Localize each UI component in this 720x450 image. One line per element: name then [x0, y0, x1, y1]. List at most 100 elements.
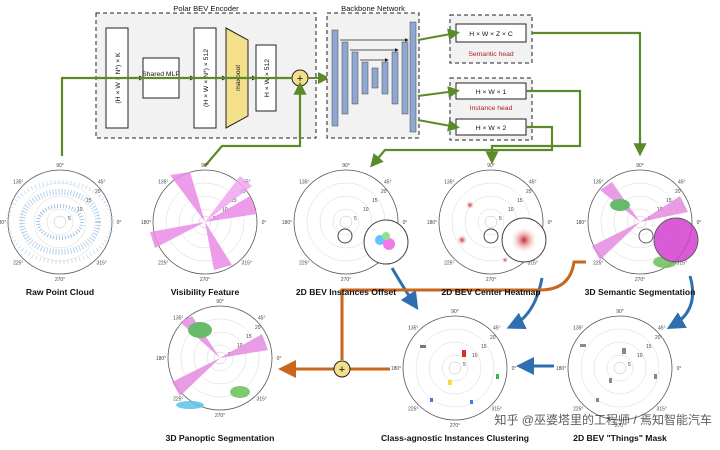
range-ring: [206, 344, 234, 372]
range-tick: 10: [77, 207, 83, 213]
unet-block: [351, 51, 359, 105]
angle-tick: 90°: [201, 163, 209, 169]
cluster-instances: [420, 345, 499, 404]
angle-tick: 135°: [408, 326, 418, 332]
range-tick: 20: [95, 189, 101, 195]
merge-plus: +: [339, 364, 345, 376]
angle-tick: 45°: [98, 180, 106, 186]
angle-tick: 45°: [678, 180, 686, 186]
sensor-hub: [448, 361, 462, 375]
semantic-dim-label: H × W × Z × C: [469, 31, 513, 38]
semantic-head-label: Semantic head: [468, 51, 514, 58]
angle-tick: 315°: [528, 260, 538, 266]
range-tick: 15: [372, 198, 378, 204]
angle-tick: 180°: [556, 366, 566, 372]
offset-zoom: [337, 219, 409, 265]
polar-bev-encoder: Polar BEV Encoder (H × W × N*) × K Share…: [95, 4, 317, 139]
caption-things-mask: 2D BEV "Things" Mask: [573, 433, 667, 443]
unet-block: [341, 41, 349, 115]
angle-tick: 0°: [548, 220, 553, 226]
instance-dim1-label: H × W × 1: [476, 89, 507, 96]
angle-tick: 180°: [0, 220, 6, 226]
range-tick: 20: [381, 189, 387, 195]
range-ring: [332, 208, 360, 236]
range-tick: 15: [517, 198, 523, 204]
angle-tick: 45°: [529, 180, 537, 186]
angle-tick: 90°: [636, 163, 644, 169]
merge-node: [333, 360, 351, 378]
caption-visibility-feature: Visibility Feature: [171, 287, 240, 297]
range-ring: [428, 341, 482, 395]
instance-head: H × W × 1 Instance head H × W × 2: [449, 77, 533, 141]
range-tick: 15: [86, 198, 92, 204]
angle-tick: 180°: [576, 220, 586, 226]
angle-tick: 45°: [493, 326, 501, 332]
unet-block: [331, 29, 339, 127]
range-tick: 20: [675, 189, 681, 195]
range-tick: 10: [508, 207, 514, 213]
concat-plus: +: [297, 73, 303, 85]
semantic-seg-colors: [592, 182, 699, 268]
flow-offset-to-instances: [370, 125, 554, 168]
angle-tick: 270°: [486, 277, 496, 283]
range-tick: 5: [68, 216, 71, 222]
caption-instance-clustering: Class-agnostic Instances Clustering: [381, 433, 529, 443]
angle-tick: 225°: [573, 406, 583, 412]
range-tick: 10: [637, 353, 643, 359]
angle-tick: 315°: [97, 260, 107, 266]
range-tick: 15: [231, 198, 237, 204]
range-ring: [165, 182, 245, 262]
visibility-rays: [150, 172, 257, 270]
angle-tick: 270°: [200, 277, 210, 283]
angle-tick: 135°: [299, 180, 309, 186]
range-ring: [593, 341, 647, 395]
unet-block: [391, 51, 399, 105]
angle-tick: 315°: [657, 406, 667, 412]
caption-raw-point-cloud: Raw Point Cloud: [26, 287, 94, 297]
angle-tick: 90°: [451, 309, 459, 315]
angle-tick: 0°: [512, 366, 517, 372]
range-ring: [46, 208, 74, 236]
angle-tick: 90°: [487, 163, 495, 169]
angle-tick: 135°: [13, 180, 23, 186]
backbone-title: Backbone Network: [341, 4, 405, 13]
range-ring: [441, 354, 469, 382]
range-tick: 10: [237, 343, 243, 349]
arrow-backbone-instance1: [417, 86, 460, 98]
angle-tick: 270°: [635, 277, 645, 283]
flow-semantic-to-seg: [532, 31, 647, 157]
caption-center-heatmap: 2D BEV Center Heatmap: [441, 287, 540, 297]
angle-tick: 225°: [444, 260, 454, 266]
watermark: 知乎 @巫婆塔里的工程师 / 焉知智能汽车: [494, 412, 712, 427]
angle-tick: 270°: [55, 277, 65, 283]
range-tick: 15: [666, 198, 672, 204]
range-ring: [193, 331, 247, 385]
angle-tick: 135°: [444, 180, 454, 186]
range-tick: 5: [354, 216, 357, 222]
angle-tick: 90°: [56, 163, 64, 169]
flow-seg-to-mask: [666, 275, 695, 329]
angle-tick: 90°: [216, 299, 224, 305]
range-tick: 5: [499, 216, 502, 222]
unet-block: [401, 41, 409, 115]
angle-tick: 0°: [403, 220, 408, 226]
angle-tick: 45°: [258, 316, 266, 322]
range-tick: 15: [481, 344, 487, 350]
caption-semantic-segmentation: 3D Semantic Segmentation: [585, 287, 696, 297]
flow-visibility-to-concat: [204, 81, 307, 167]
range-ring: [191, 208, 219, 236]
range-tick: 5: [628, 362, 631, 368]
angle-tick: 315°: [677, 260, 687, 266]
range-ring: [626, 208, 654, 236]
range-ring: [580, 328, 660, 408]
semantic-head: H × W × Z × C Semantic head: [449, 14, 533, 64]
flow-raw-to-encoder: [60, 76, 292, 156]
angle-tick: 45°: [384, 180, 392, 186]
flow-seg-to-panoptic: [340, 260, 586, 360]
flow-heatmap-to-clustering: [506, 277, 544, 329]
range-ring: [415, 328, 495, 408]
sensor-hub: [53, 215, 67, 229]
